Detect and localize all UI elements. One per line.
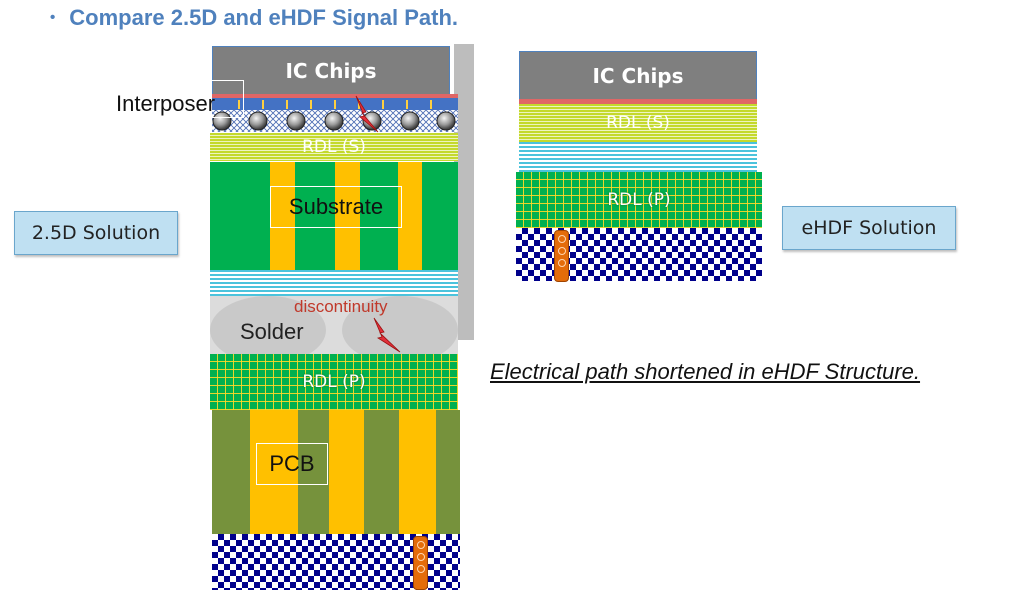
rdl-p-layer: RDL (P) [210,354,458,410]
callout-2-5d-label: 2.5D Solution [31,222,161,244]
substrate-layer [210,162,458,270]
pcb-label: PCB [269,451,315,476]
pcb-layer [212,410,460,534]
interposer-marker [210,80,244,118]
solder-label: Solder [240,319,304,344]
substrate-label-box: Substrate [270,186,402,228]
via-icon-right [554,230,569,282]
thin-layer-ehdf [519,99,757,104]
cyan-line-layer-ehdf [519,142,757,172]
callout-ehdf-solution: eHDF Solution [782,206,956,250]
lightning-icon-top [355,95,379,133]
bullet: • [50,9,56,26]
rdl-s-layer: RDL (S) [210,133,458,161]
rdl-s-layer-ehdf: RDL (S) [519,104,757,142]
interposer-layer [212,94,458,133]
checker-base-layer-ehdf [516,228,762,281]
title-text: Compare 2.5D and eHDF Signal Path. [69,5,459,30]
ic-chips-label-ehdf: IC Chips [592,64,684,88]
callout-2-5d-solution: 2.5D Solution [14,211,178,255]
ic-chips-label: IC Chips [285,59,377,83]
slide-title: • Compare 2.5D and eHDF Signal Path. [50,5,458,31]
substrate-label: Substrate [288,194,384,219]
ic-chips-block-ehdf: IC Chips [519,51,757,101]
solder-region [210,296,458,356]
via-icon-left [413,536,428,590]
rdl-s-label-ehdf: RDL (S) [606,113,670,133]
rdl-p-label-ehdf: RDL (P) [607,190,671,210]
lightning-icon-solder [373,317,401,353]
side-bar [454,44,474,340]
interposer-label: Interposer [116,91,216,116]
callout-ehdf-label: eHDF Solution [801,217,937,239]
cyan-line-layer [210,270,458,298]
rdl-p-layer-ehdf: RDL (P) [516,172,762,228]
pcb-label-box: PCB [256,443,328,485]
path-note: Electrical path shortened in eHDF Struct… [490,359,921,384]
ic-chips-block: IC Chips [212,46,450,96]
discontinuity-label: discontinuity [294,297,388,316]
rdl-s-label: RDL (S) [302,137,366,157]
rdl-p-label: RDL (P) [302,372,366,392]
